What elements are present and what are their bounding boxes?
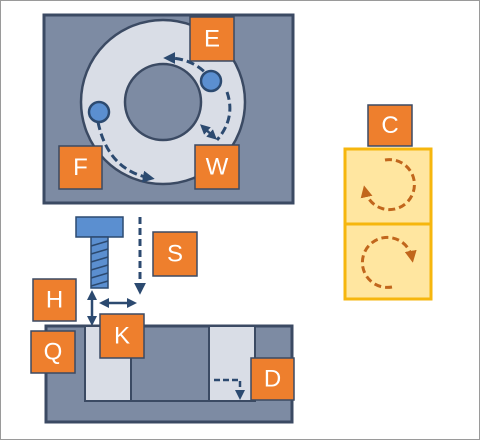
rolling-element-right [199, 69, 223, 93]
depth-arrow-d [214, 378, 245, 400]
bolt-threads [90, 240, 109, 287]
bolt-head [75, 216, 124, 238]
bearing-bore [123, 62, 203, 142]
label-c: C [367, 104, 413, 147]
label-q-text: Q [44, 339, 63, 366]
label-h-text: H [46, 287, 63, 314]
label-k-text: K [114, 323, 130, 350]
label-w-text: W [206, 154, 229, 181]
rotation-panel [343, 147, 433, 301]
label-c-text: C [381, 112, 398, 139]
label-q: Q [30, 330, 76, 374]
label-f: F [58, 145, 103, 190]
label-s-text: S [167, 241, 183, 268]
label-s: S [152, 231, 198, 277]
label-k: K [99, 313, 145, 359]
label-d-text: D [264, 366, 281, 393]
rotation-arrow-counterclockwise [360, 235, 417, 289]
label-h: H [32, 278, 77, 322]
label-f-text: F [73, 154, 88, 181]
rotation-arc-right [215, 91, 232, 141]
label-e-text: E [204, 26, 220, 53]
clearance-arrow-w [200, 124, 217, 140]
label-e: E [189, 16, 235, 62]
bolt [75, 216, 124, 289]
bottom-slot-right [208, 325, 256, 402]
label-d: D [250, 357, 295, 401]
rotation-arrow-clockwise [360, 158, 416, 212]
rotation-arrow-lower [96, 121, 155, 183]
rolling-element-left [87, 100, 111, 124]
label-w: W [194, 144, 240, 190]
